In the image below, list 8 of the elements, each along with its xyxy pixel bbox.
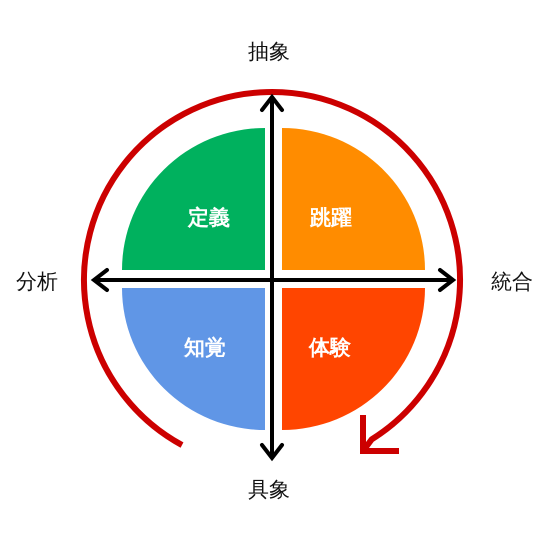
axis-label: 抽象 — [248, 39, 290, 65]
quadrant-label: 知覚 — [184, 335, 226, 361]
axis-label: 分析 — [16, 269, 58, 295]
axis-label: 統合 — [491, 269, 533, 295]
quadrant-label: 体験 — [309, 335, 351, 361]
quadrant-label: 跳躍 — [310, 205, 352, 231]
axis-label: 具象 — [248, 477, 290, 503]
quadrant-label: 定義 — [188, 205, 230, 231]
